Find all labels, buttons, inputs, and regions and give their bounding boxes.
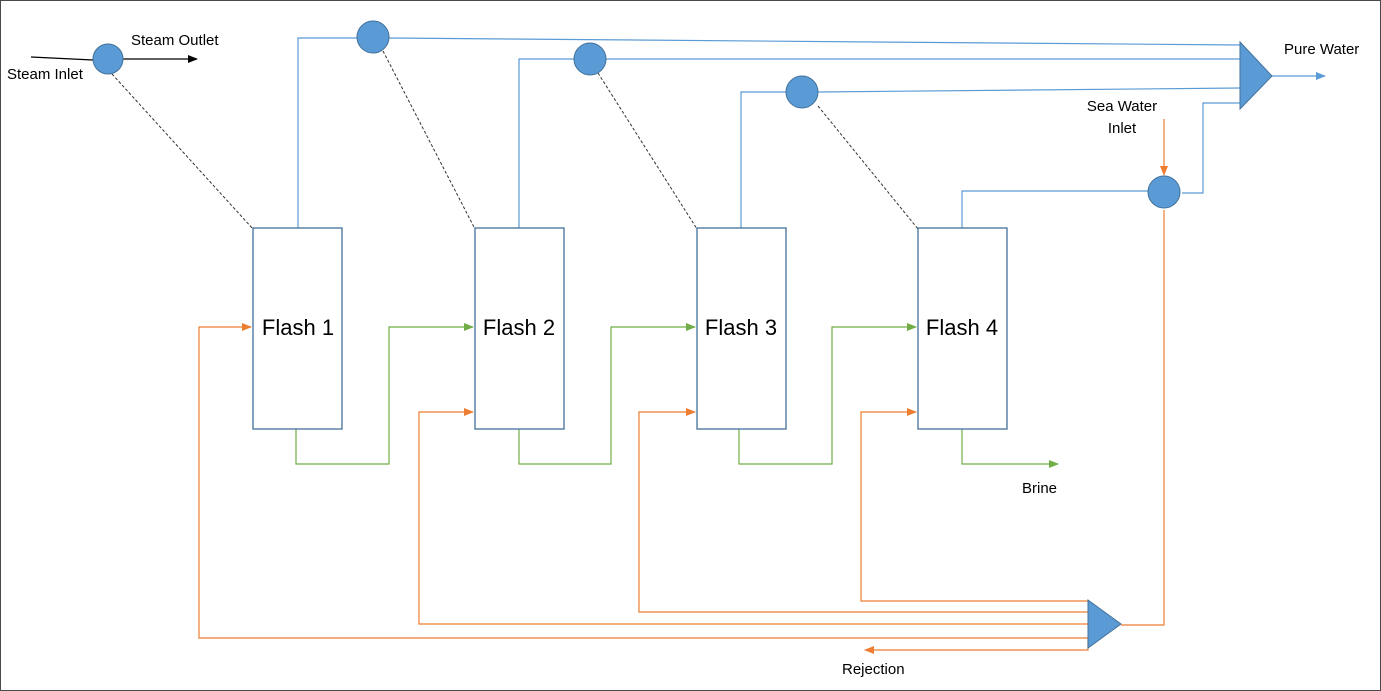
- flash-unit-3-label: Flash 3: [705, 315, 777, 340]
- steam-inlet-line: [30, 56, 94, 61]
- vapor-line-4: [961, 190, 1148, 228]
- brine-line-3: [738, 323, 917, 465]
- feed-line-4: [860, 408, 1088, 602]
- rejection-label: Rejection: [842, 661, 905, 678]
- flash-unit-4-label: Flash 4: [926, 315, 998, 340]
- flash-unit-1-label: Flash 1: [262, 315, 334, 340]
- dashed-connector-1: [111, 73, 254, 230]
- product-line-4: [1182, 102, 1241, 194]
- steam-inlet-label: Steam Inlet: [7, 66, 84, 83]
- condenser-node-2: [573, 42, 607, 76]
- pure-water-label: Pure Water: [1284, 41, 1359, 58]
- sea-water-label-line1: Sea Water: [1087, 98, 1157, 115]
- steam-node: [92, 43, 124, 75]
- feed-line-3: [638, 408, 1088, 613]
- brine-line-2: [518, 323, 696, 465]
- rejection-line: [864, 638, 1089, 654]
- brine-label: Brine: [1022, 480, 1057, 497]
- flash-unit-3: Flash 3: [696, 227, 787, 430]
- feed-line-2: [418, 408, 1088, 625]
- vapor-line-3: [740, 91, 786, 228]
- brine-line-1: [295, 323, 474, 465]
- vapor-line-2: [518, 58, 574, 228]
- feed-line-1: [198, 323, 1088, 639]
- product-line-3: [817, 87, 1242, 93]
- flash-unit-1: Flash 1: [252, 227, 343, 430]
- flash-unit-2-label: Flash 2: [483, 315, 555, 340]
- sea-water-label-line2: Inlet: [1108, 120, 1137, 137]
- steam-outlet-label: Steam Outlet: [131, 32, 219, 49]
- sea-water-splitter: [1087, 599, 1122, 649]
- flash-unit-2: Flash 2: [474, 227, 565, 430]
- brine-outlet-line: [961, 429, 1059, 468]
- dashed-connector-4: [817, 105, 919, 230]
- product-line-1: [388, 37, 1242, 46]
- dashed-connector-3: [597, 72, 698, 230]
- condenser-node-1: [356, 20, 390, 54]
- condenser-node-3: [785, 75, 819, 109]
- condenser-node-4: [1147, 175, 1181, 209]
- dashed-connector-2: [382, 50, 476, 230]
- sea-water-to-splitter: [1121, 210, 1165, 626]
- flash-unit-4: Flash 4: [917, 227, 1008, 430]
- vapor-line-1: [297, 37, 357, 228]
- pure-water-mixer: [1239, 40, 1273, 111]
